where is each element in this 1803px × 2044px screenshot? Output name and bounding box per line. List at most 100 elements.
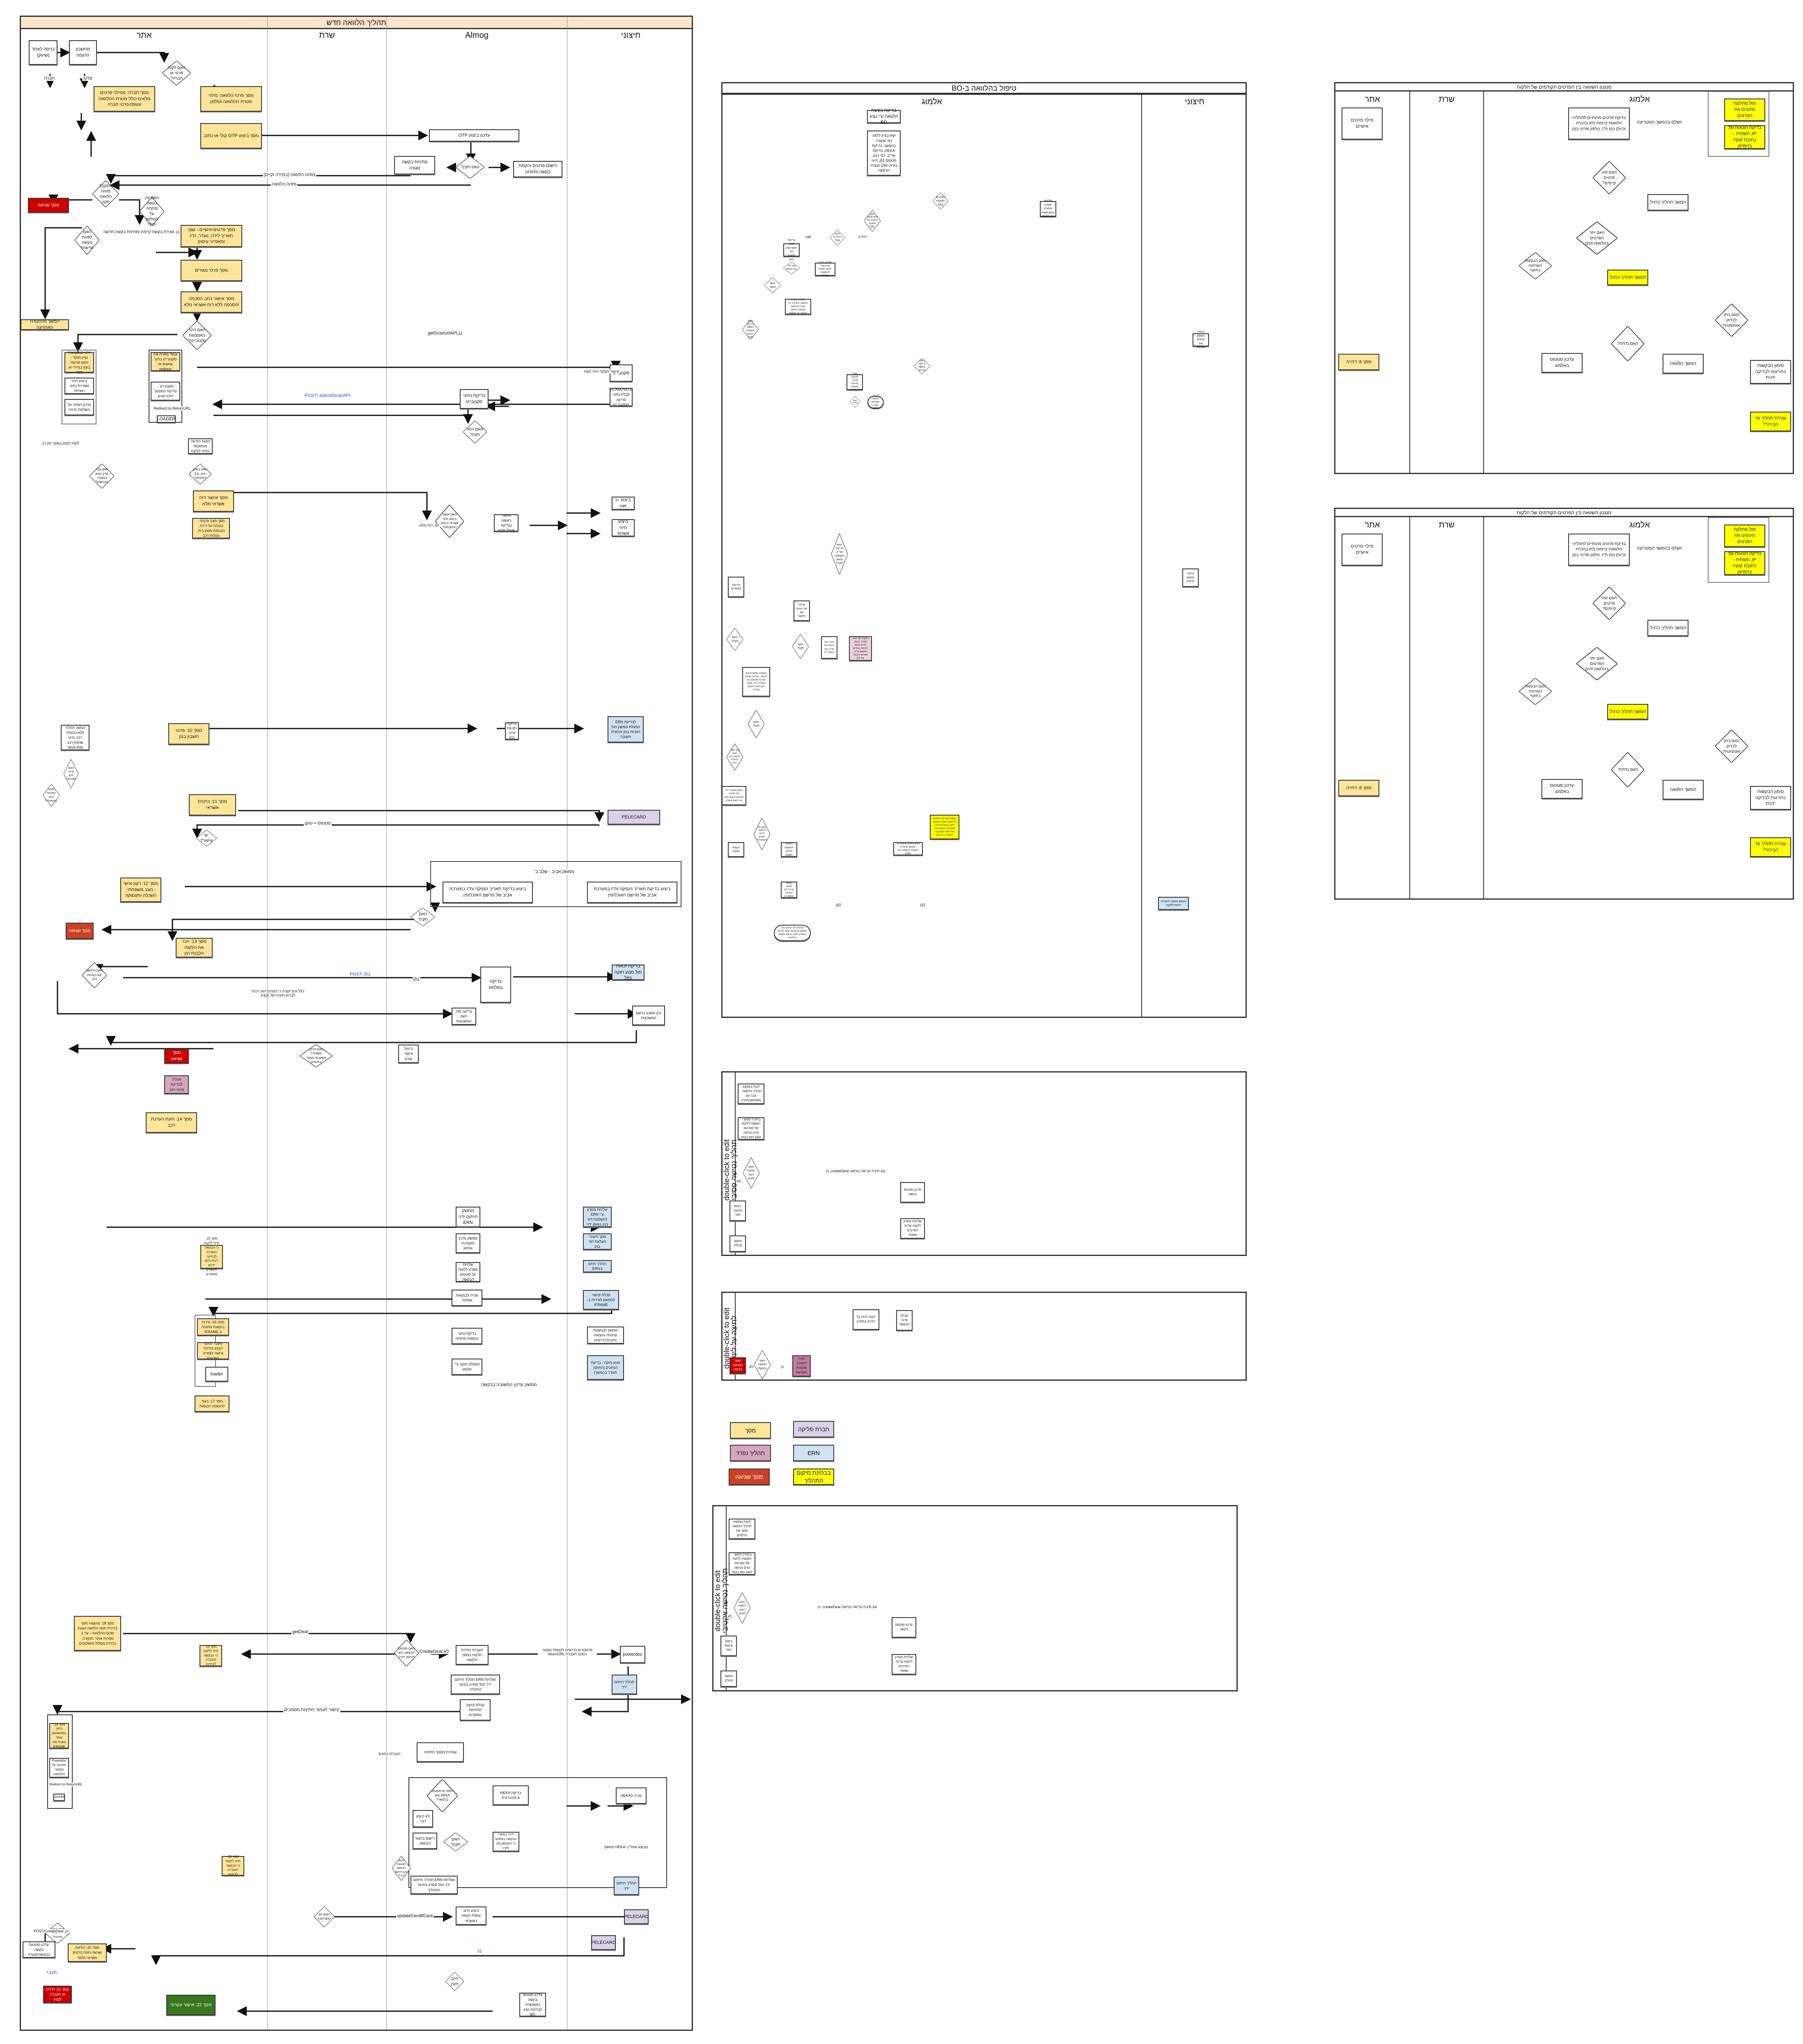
company-screen[interactable]: מסך חברה: ממילוי פרטים מלאים כולל מטרת ה… — [94, 86, 155, 112]
check-scan-data-node[interactable]: בדיקת נתוני סקנובייט — [460, 389, 489, 409]
decision-private-or-company[interactable]: האם לקוח פרטי או חברה? — [162, 61, 191, 85]
bo-doc-check[interactable]: בדיקת מסמכים — [728, 577, 744, 597]
decision-aviv-valid[interactable]: האם תקין? — [411, 908, 435, 926]
continue-last-point[interactable]: המשך מהנקודה האחרונה — [21, 319, 69, 330]
c2-decision-existing[interactable]: האם זוהו פרטים קיימים? — [1593, 587, 1626, 620]
passive-update-status[interactable]: עדכון סטטוס בקשה — [900, 1182, 925, 1203]
decision-id-valid[interactable]: האם זיהוי תקין? — [463, 421, 487, 443]
c2-decision-prev-valid[interactable]: האם הבקשות הקודמות בתוקף — [1519, 678, 1552, 705]
bo-checklist-node[interactable]: יוצא בציק ליסט: כפי שיוגדר בהמשך: בדיקת … — [867, 131, 901, 176]
continue-no-car-node[interactable]: המשך תהליך ללא בטוחת רכב וחיווי שהוחן רכ… — [61, 725, 89, 750]
decision-open-request-phone[interactable]: האם אין בקשה פתוחה על הטלפון הזה? — [140, 196, 164, 227]
bo-decision-approved[interactable]: האם אושר — [764, 277, 781, 293]
decision-scanovate[interactable]: האם זיהוי באמצעות סקנובייט? — [183, 321, 211, 350]
c2-continue-normal[interactable]: המשך תהליך כרגיל — [1647, 620, 1688, 636]
decision-attempts-exceeded[interactable]: מספר נסיונות גדול מהמוגדר? — [43, 784, 60, 807]
send-status-sms[interactable]: שליחת מסרון ללקוח על סטטוס הבקשה — [456, 1262, 480, 1282]
bo-decision-valid-b[interactable]: האם תקין? — [792, 634, 809, 659]
decision-valid-token[interactable]: האם יש טוקן תקין — [314, 1907, 335, 1927]
passive-reauth[interactable]: ביצוע אימות חוזר — [729, 1201, 746, 1221]
screen-15-manual-docs[interactable]: מסך 15: חיווי ללקוח כי הבקשה הועברה לבחי… — [200, 1237, 223, 1276]
consent-screen[interactable]: מסך אישור כתב הסכמה והסכמה ללא דוח אשראי… — [181, 291, 242, 313]
c2-fill-personal[interactable]: מילוי פרטים אישיים — [1342, 534, 1383, 566]
scanovate-host-page[interactable]: עמוד מארח את סקנובייט בתוך iframe או red… — [151, 352, 180, 371]
enter-site-node[interactable]: כניסה לאתר (שיווק) — [29, 40, 57, 65]
bo-adb-retry[interactable]: ביצוע ממשק מחדש — [1182, 568, 1199, 587]
decision-manual-status-2[interactable]: האם סטטוס הבקשה הוא חיתום ידני? — [392, 1856, 411, 1881]
bo-decision-bank-valid[interactable]: אם דפי בנק בתוקף — [783, 262, 800, 274]
passive-popup[interactable]: בחזרה לסשן - הקפצה ללקוח של פופ אפ טרם נ… — [738, 1117, 764, 1140]
update-closed-status[interactable]: עדכון סטטוס בקשה כנטושה/סגורה — [23, 1941, 55, 1958]
passive-start[interactable]: לקוח באמצע תהליך הלוואה - עבר זמן משימוש… — [738, 1084, 764, 1104]
bo-create-deal[interactable]: הקמת עסקה — [728, 842, 744, 857]
c2-ip-check[interactable]: בדיקת הונאות של IP, תשתית - כתובת קוקיז … — [1724, 551, 1765, 575]
c1-update-almog[interactable]: עדכון סטטוס באלמוג — [1541, 353, 1583, 373]
active-update-status[interactable]: עדכון סטטוס בקשה — [892, 1617, 916, 1638]
pelecard-node-3[interactable]: PELECARD — [591, 1935, 616, 1950]
active-send-sms[interactable]: שליחת מסרון ללקוח על פי הפרטים שמסר — [892, 1654, 916, 1675]
closed-request-node[interactable]: פתיחת בקשה סגורה — [394, 156, 435, 174]
c1-decision-identical[interactable]: האם יתר הפרטים בהלוואה זהים — [1576, 222, 1617, 254]
c2-decision-identical[interactable]: האם יתר הפרטים בהלוואה זהים — [1576, 647, 1617, 680]
decision-more-than-3-final[interactable]: האם בוצעו יותר מ-3 נסיונות? — [45, 1923, 70, 1943]
heka-invalid-node[interactable]: חיווי במסכי הבקשה באלמוג כי הממשק לא תקי… — [493, 1832, 519, 1852]
bo-open-banking-sms[interactable]: משלוח מסרון עם קישור ללקוח לפנות לבנקאות… — [815, 261, 835, 277]
decision-car-collateral[interactable]: האם הלוואה עם בטוחת רכב — [82, 962, 107, 988]
bo-create-schedule[interactable]: הקמת עסקה ויצירת לוח סילוקין ומסמכים — [781, 882, 797, 898]
bo-decision-j51-approved[interactable]: האם אושר/אושר חלקית עפי סטטוס j51? — [864, 210, 881, 231]
charge-fee-node[interactable]: ביצוע חיוב עמלת הקמה באשראי — [456, 1907, 486, 1925]
decision-more-than-3[interactable]: האם בוצעו יותר מ-3 נסיונות? — [189, 464, 211, 484]
c2-check-ids[interactable]: בדיקת פרטים מהותיים לתהליכי הלוואות קיימ… — [1568, 534, 1630, 566]
screen-20-card-error[interactable]: מסך 20: הודעת שגיאה הזנת כרטיס אשראי חלו… — [68, 1943, 107, 1962]
cnet-node[interactable]: ביצוע c-net — [612, 497, 635, 510]
bo-doc-complete[interactable]: השלמת מסמכים מול הלקוח - שליחת מסרון לצי… — [742, 667, 770, 697]
residence-details-screen[interactable]: מסך פרטי מגורים — [181, 260, 242, 281]
link-receive-details[interactable]: קבלת פרטי הבקשה — [896, 1310, 913, 1331]
active-popup[interactable]: בחזרה לסשן - הקפצה ללקוח של פופ אפ טרם נ… — [729, 1552, 755, 1575]
bo-check-node[interactable]: בדיקת בקשת הלוואה ע"י נציג BO — [867, 108, 901, 125]
screen-11-credit-card[interactable]: מסך 11: כרטיס אשראי — [189, 794, 236, 816]
decision-time-passed[interactable]: האם עבר פרק הזמן המוגדר כנטישה? — [89, 464, 114, 488]
credit-report-screen[interactable]: מסך אישור דוח אשראי מלא — [193, 490, 234, 512]
c1-fill-personal[interactable]: מילוי פרטים אישיים — [1342, 108, 1383, 140]
c1-check-ids[interactable]: בדיקת פרטים מהותיים לתהליכי הלוואות קיימ… — [1568, 108, 1630, 140]
bo-decision-heka-ok[interactable]: האם בדיקת HEKA הושלמה באופן תקין? — [742, 320, 759, 339]
screen-12-personal-background[interactable]: מסך 12: רקע אישי - מצב משפחתי, השכלה ותע… — [120, 878, 161, 902]
register-open-request-node[interactable]: רישום פרטים והקמת בקשה פתוחה — [513, 161, 562, 177]
c1-risk-dept[interactable]: מול מחלקת סיכונים את הפרטים — [1724, 99, 1765, 121]
c2-risk-dept[interactable]: מול מחלקת סיכונים את הפרטים — [1724, 525, 1765, 547]
loan-details-screen[interactable]: מסך פרטי הלוואה: מילוי מטרת ההלוואה וטלפ… — [200, 86, 262, 112]
screen-15-review-2[interactable]: מסך 15: חיווי ללקוח כי הבקשה הועברה לבחי… — [222, 1855, 244, 1876]
aviv-check-2[interactable]: ביצוע בדיקת תאריך הנפקה ות"ז במערכת אביב… — [587, 882, 677, 903]
bo-manual-car-reg[interactable]: רישום שעבוד ידני מול משרד התחבורה ואם תק… — [722, 786, 746, 805]
active-decision-leave[interactable]: האם הלקוח רוצה לעזוב — [734, 1593, 750, 1623]
c1-decision-existing[interactable]: האם זוהו פרטים קיימים? — [1593, 161, 1626, 194]
agent-identification[interactable]: זיהוי באמצעות נציג מוקד - האם פגישה בזמן… — [64, 351, 94, 374]
loader-node-2[interactable]: loader — [205, 1367, 228, 1382]
bo-bank-change-note[interactable]: במקרה של שינוי בפרטי הבנק, נדרש לבצע חתי… — [849, 636, 872, 661]
open-banking-iframe-link[interactable]: קבלת קישור לממשק לאירוח ב-IFRAME — [583, 1290, 619, 1310]
screen-16-open-banking[interactable]: מסך 16: אירוח בנקאות פתוחה ב-IFRAME — [197, 1318, 229, 1336]
initial-approval-node[interactable]: אישור ראשוני ובדיקת פעילי סרוד — [494, 513, 518, 532]
scan-document-node[interactable]: סקנובייט - סריקת המסמך וזיהוי פנים — [151, 382, 180, 401]
bo-continue-sms[interactable]: משלוח מסרון להמשך התהליך על גובה ההלוואה… — [785, 299, 811, 314]
link-decision-valid[interactable]: האם הבקשה בתוקף? — [754, 1350, 771, 1379]
c2-decision-rejected[interactable]: האם נדחה? — [1611, 752, 1644, 787]
c2-continue-normal-yellow[interactable]: המשך תהליך כרגיל — [1607, 704, 1648, 720]
decision-credit-approved[interactable]: האם אושר ביצוע חיווי אשראי בכתב ההסכמה? — [435, 505, 464, 538]
c1-continue-normal-yellow[interactable]: המשך תהליך כרגיל — [1607, 270, 1648, 285]
decision-charge-valid[interactable]: חיוב תקין — [445, 1972, 464, 1991]
decision-otp-valid[interactable]: האם תקין? — [456, 156, 484, 179]
ern-send-bank-sms[interactable]: שליחת מסרון ע"י ERN להשלמת דפי בנק באופן… — [583, 1207, 612, 1227]
screen-17-income[interactable]: מסך 17: בעוד להוספת הכנסות — [195, 1396, 229, 1412]
c2-reject-screen[interactable]: מסך 8: דחייה — [1338, 780, 1379, 796]
decision-bank-valid[interactable]: האם פרטי בנק תקינים? — [64, 759, 78, 788]
bo-heka-retry[interactable]: ביצוע ממשק מחדש מול HEKA — [1193, 330, 1209, 349]
bank-check-node[interactable]: בדיקת תקינות פרטי בנק — [505, 722, 519, 740]
financial-status-screen[interactable]: מסך מצב פיננסי - בעלות על דירה, הכנסות מ… — [192, 518, 230, 538]
bo-decision-valid-c[interactable]: האם תקין? — [748, 710, 764, 738]
bo-bank-clarify[interactable]: בירור מול הלקוח של פרטי בנק באופן ידני — [821, 636, 837, 659]
bo-decision-reject-call[interactable]: האם דחייה או call? — [830, 230, 845, 245]
link-new-start[interactable]: מסך התחלה חדשה — [729, 1357, 746, 1374]
error-screen-2[interactable]: מסך שגיאה — [66, 923, 94, 939]
